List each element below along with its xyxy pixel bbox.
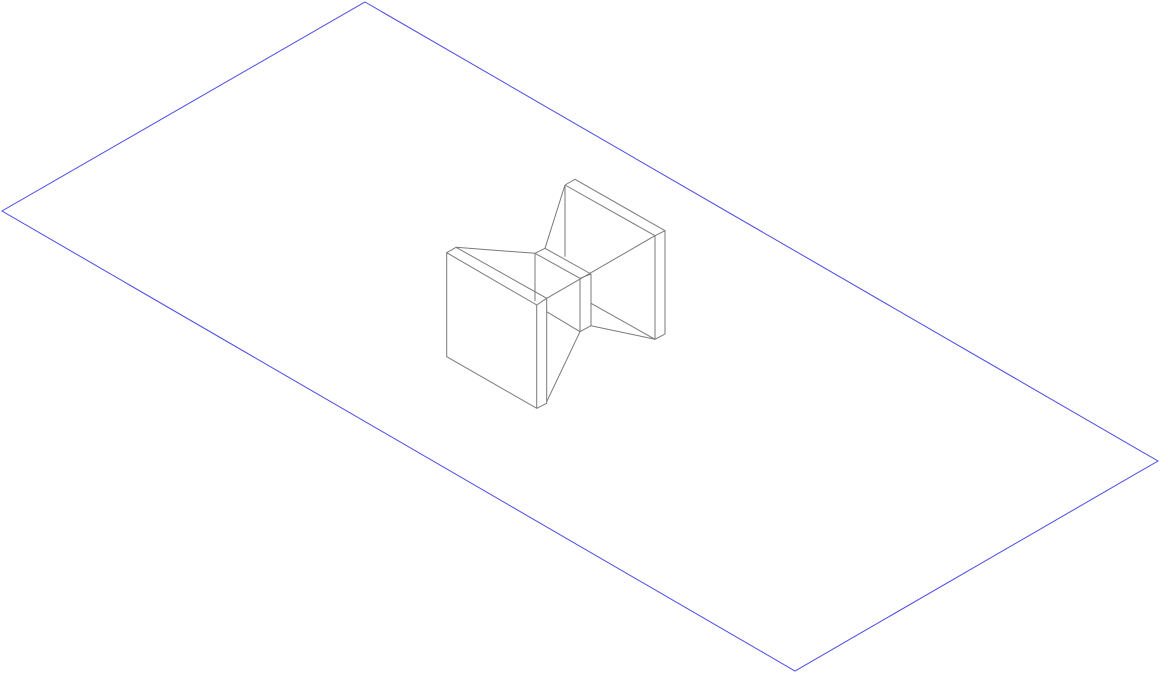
taper-edge bbox=[590, 302, 656, 340]
neck-edge bbox=[544, 247, 592, 275]
neck-edge bbox=[534, 252, 581, 279]
front-plate-edge bbox=[536, 297, 547, 306]
front-plate-edge bbox=[446, 246, 548, 409]
taper-edge bbox=[546, 331, 581, 402]
front-plate-face bbox=[446, 251, 538, 410]
neck-edge bbox=[579, 325, 592, 333]
neck-edge bbox=[534, 247, 546, 254]
taper-edge bbox=[546, 235, 656, 299]
taper-edge bbox=[546, 311, 581, 333]
tapered-model-wireframe[interactable] bbox=[446, 178, 666, 410]
taper-edge bbox=[455, 246, 536, 254]
back-plate-edge bbox=[654, 230, 666, 237]
taper-edge bbox=[544, 184, 566, 249]
taper-edge bbox=[590, 325, 656, 340]
